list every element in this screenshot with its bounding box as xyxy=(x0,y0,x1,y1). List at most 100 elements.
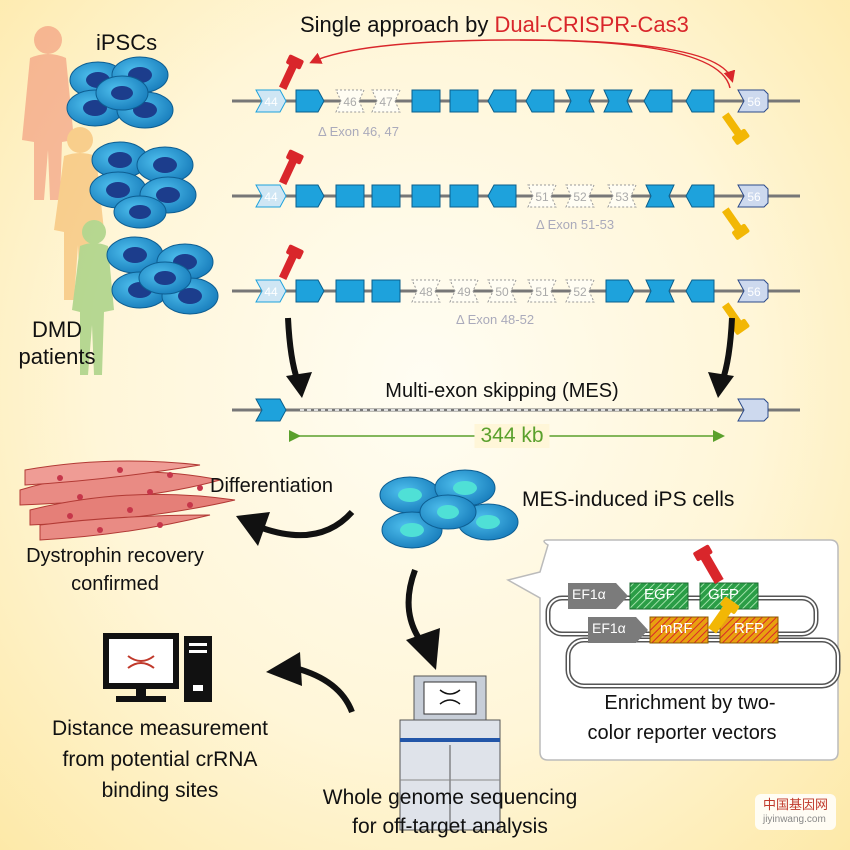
mes-label: Multi-exon skipping (MES) xyxy=(385,380,619,402)
row-1-exon-1 xyxy=(295,89,325,113)
title-highlight: Dual-CRISPR-Cas3 xyxy=(494,12,689,37)
dual-target-arrow-right xyxy=(519,39,736,83)
row-1-exon-4 xyxy=(411,89,441,113)
row-3-deleted-exon-label-1: 48 xyxy=(419,285,433,299)
row3-caption: Δ Exon 48-52 xyxy=(456,312,535,327)
row-2-exon-4 xyxy=(411,184,441,208)
dystrophin-line1: Dystrophin recovery xyxy=(26,545,204,567)
row-3-exon-56 xyxy=(737,279,769,303)
row-2-cas3-red-icon xyxy=(279,149,304,185)
row-2-exon-56 xyxy=(737,184,769,208)
row-3-deleted-exon-label-2: 49 xyxy=(457,285,471,299)
row-1-exon-56 xyxy=(737,89,769,113)
mrfp-right-block xyxy=(719,616,779,644)
mes-row xyxy=(232,398,800,422)
distance-measurement-arrow xyxy=(266,652,355,714)
row-1-exon-5 xyxy=(449,89,479,113)
row-2-exon-44 xyxy=(255,184,287,208)
patient-silhouettes xyxy=(22,26,114,375)
row-3-cas3-yellow-icon xyxy=(722,302,750,335)
dual-target-arrow xyxy=(309,39,731,89)
reporter-caption-line1: Enrichment by two- xyxy=(604,692,776,714)
row-3-deleted-exon-2 xyxy=(449,279,479,303)
differentiation-label: Differentiation xyxy=(210,475,334,497)
row-3-exon-44-label: 44 xyxy=(264,285,278,299)
reporter-egfp-right: GFP xyxy=(708,586,739,603)
reporter-promoter-1: EF1α xyxy=(572,586,606,602)
row-2-exon-1 xyxy=(295,184,325,208)
row-3-exon-1 xyxy=(295,279,325,303)
row-1-deleted-exon-2 xyxy=(371,89,401,113)
mes-cells-label: MES-induced iPS cells xyxy=(522,488,735,511)
row-2-exon-11 xyxy=(685,184,715,208)
title-plain: Single approach by xyxy=(300,12,495,37)
row-1-exon-44-label: 44 xyxy=(264,95,278,109)
row-1-exon-8 xyxy=(565,89,595,113)
wgs-line1: Whole genome sequencing xyxy=(322,786,578,809)
reporter-mrfp-left: mRF xyxy=(660,620,693,637)
computer-icon xyxy=(103,633,212,702)
row-2-exon-3 xyxy=(371,184,401,208)
row-2-deleted-exon-label-1: 51 xyxy=(535,190,549,204)
row-3-deleted-exon-5 xyxy=(565,279,595,303)
row-3-exon-9 xyxy=(605,279,635,303)
row-3-exon-10 xyxy=(645,279,675,303)
ef1a-promoter-1 xyxy=(568,583,628,609)
reporter-promoter-2: EF1α xyxy=(592,620,626,636)
ipsc-cluster-1 xyxy=(66,56,174,129)
row-1-exon-44 xyxy=(255,89,287,113)
row-1-cas3-yellow-icon xyxy=(722,112,750,145)
mrfp-left-block xyxy=(649,616,709,644)
row2-caption: Δ Exon 51-53 xyxy=(536,217,615,232)
row-3-deleted-exon-3 xyxy=(487,279,517,303)
row-1-deleted-exon-label-2: 47 xyxy=(379,95,393,109)
row-3-deleted-exon-label-3: 50 xyxy=(495,285,509,299)
row-1-exon-9 xyxy=(603,89,633,113)
row-3-exon-44 xyxy=(255,279,287,303)
row-2-cas3-yellow-icon xyxy=(722,207,750,240)
cas3-yellow-icon xyxy=(707,596,740,634)
row-2-exon-5 xyxy=(449,184,479,208)
row-3-exon-2 xyxy=(335,279,365,303)
dystrophin-line2: confirmed xyxy=(71,573,159,595)
distance-meas-line2: from potential crRNA xyxy=(62,748,258,771)
wgs-line2: for off-target analysis xyxy=(352,815,548,838)
row-1-cas3-red-icon xyxy=(279,54,304,90)
watermark-line2: jiyinwang.com xyxy=(762,814,826,825)
mes-ips-cluster xyxy=(379,469,519,549)
exon-rows: 444647564451525356444849505152564456 xyxy=(232,54,800,418)
down-arrow-left xyxy=(285,317,312,398)
row-2-exon-44-label: 44 xyxy=(264,190,278,204)
row-1-deleted-exon-1 xyxy=(335,89,365,113)
row1-caption: Δ Exon 46, 47 xyxy=(318,124,399,139)
dmd-label-line1: DMD xyxy=(31,317,83,342)
row-3-deleted-exon-label-4: 51 xyxy=(535,285,549,299)
watermark-line1: 中国基因网 xyxy=(762,797,828,812)
down-arrow-right xyxy=(708,317,735,398)
row-3-deleted-exon-label-5: 52 xyxy=(573,285,587,299)
reporter-caption-line2: color reporter vectors xyxy=(587,722,777,744)
row-2-exon-10 xyxy=(645,184,675,208)
row-2-exon-6 xyxy=(487,184,517,208)
row-3-deleted-exon-4 xyxy=(527,279,557,303)
row-3-cas3-red-icon xyxy=(279,244,304,280)
row-1-exon-11 xyxy=(685,89,715,113)
row-3-exon-3 xyxy=(371,279,401,303)
row-2-deleted-exon-label-3: 53 xyxy=(615,190,629,204)
wgs-arrow xyxy=(405,568,440,670)
row-2-deleted-exon-label-2: 52 xyxy=(573,190,587,204)
watermark: 中国基因网 jiyinwang.com xyxy=(754,794,836,830)
row-2-deleted-exon-3 xyxy=(607,184,637,208)
row-2-exon-56-label: 56 xyxy=(747,190,761,204)
reporter-mrfp-right: RFP xyxy=(734,620,764,637)
row-1-deleted-exon-label-1: 46 xyxy=(343,95,357,109)
row-3-exon-56-label: 56 xyxy=(747,285,761,299)
distance-meas-line1: Distance measurement xyxy=(52,717,268,740)
row-1-exon-56-label: 56 xyxy=(747,95,761,109)
ipscs-label: iPSCs xyxy=(96,30,158,55)
row-2-deleted-exon-2 xyxy=(565,184,595,208)
row-3-deleted-exon-1 xyxy=(411,279,441,303)
ipsc-cluster-3 xyxy=(106,236,219,315)
cas3-red-icon xyxy=(693,544,724,584)
row-1-exon-7 xyxy=(525,89,555,113)
